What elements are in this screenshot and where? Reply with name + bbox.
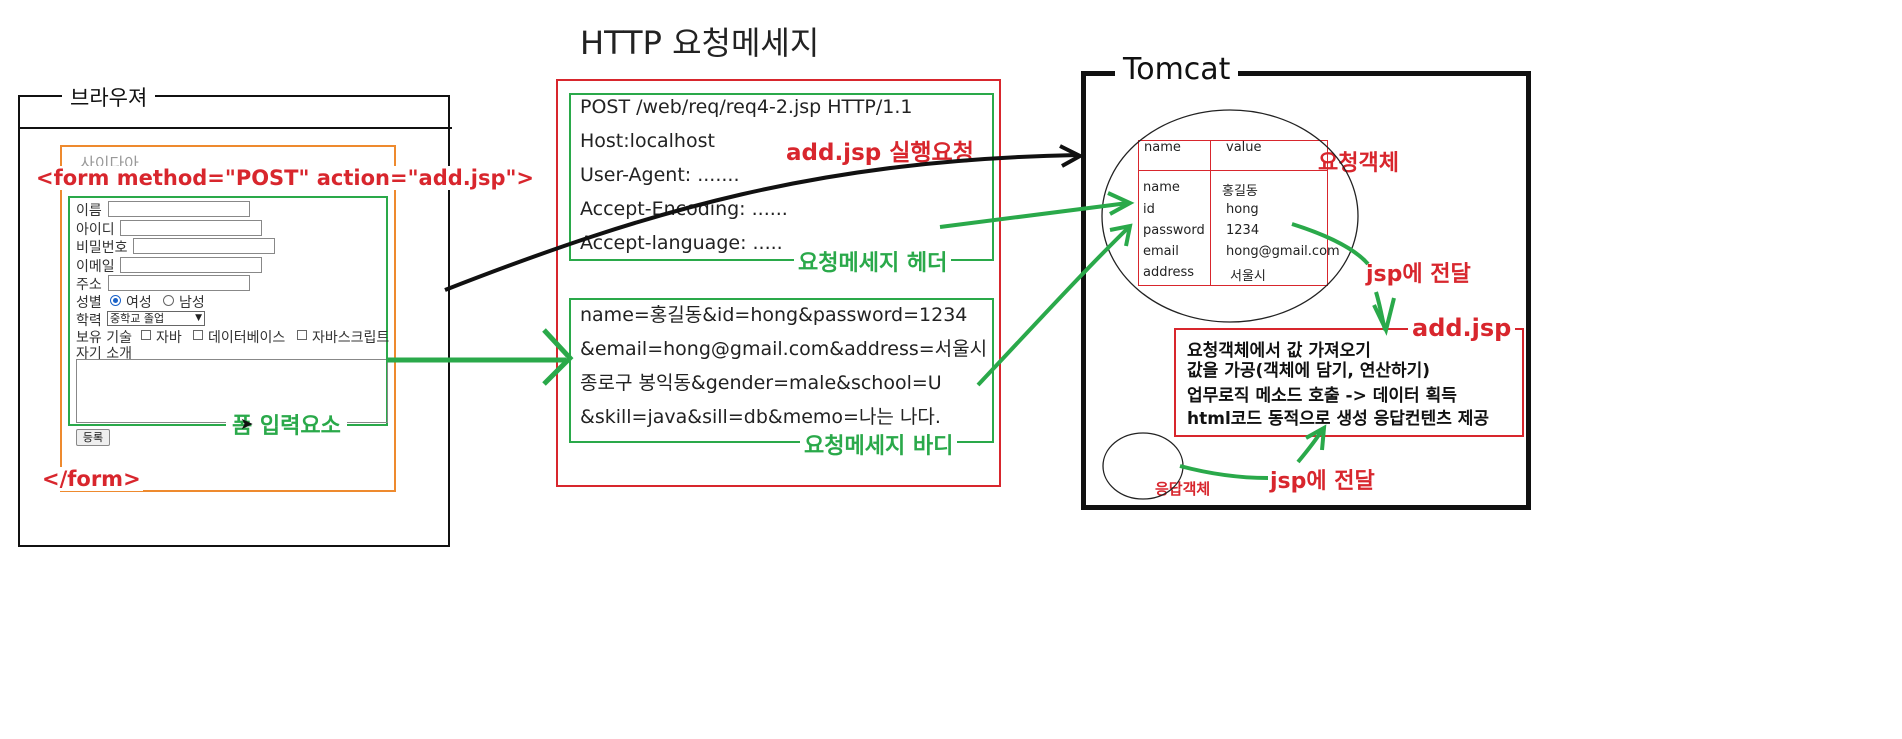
header-to-object-arrow: [939, 201, 1129, 229]
http-request-frame: [556, 79, 1001, 487]
gender-male-label: 남성: [179, 295, 205, 311]
form-to-body-arrowhead: [542, 328, 574, 386]
submit-button[interactable]: 등록: [76, 429, 110, 446]
jsp-box: [1174, 328, 1524, 437]
jsp-step: 요청객체에서 값 가져오기: [1187, 341, 1371, 361]
body-line: &email=hong@gmail.com&address=서울시: [580, 338, 988, 360]
table-column-divider: [1210, 140, 1211, 286]
browser-frame: [18, 95, 450, 547]
page-border: [60, 145, 396, 492]
gender-female-label: 여성: [126, 295, 152, 311]
header-line: Host:localhost: [580, 130, 715, 152]
body-line: name=홍길동&id=hong&password=1234: [580, 304, 968, 326]
table-cell-key: name: [1143, 180, 1180, 195]
address-input[interactable]: [108, 275, 250, 291]
email-input[interactable]: [120, 257, 262, 273]
table-cell-value: 1234: [1226, 223, 1260, 238]
gender-male-radio[interactable]: [163, 295, 174, 306]
request-send-arrowhead: [1059, 144, 1085, 168]
skill-db-label: 데이터베이스: [208, 330, 286, 346]
tomcat-frame: [1081, 71, 1531, 510]
jsp-box-label: add.jsp: [1408, 314, 1516, 342]
header-line: Accept-language: .....: [580, 232, 783, 254]
diagram-title: HTTP 요청메세지: [580, 24, 820, 62]
radio-dot-icon: [113, 298, 118, 303]
table-cell-key: password: [1143, 223, 1205, 238]
request-send-arrow: [444, 153, 1079, 292]
header-line: User-Agent: .......: [580, 164, 740, 186]
browser-title: 브라우져: [62, 82, 156, 112]
request-object-table: [1138, 140, 1328, 286]
table-cell-value: 서울시: [1230, 269, 1266, 284]
cursor-icon: ➤: [240, 414, 254, 433]
response-arrowhead: [1305, 424, 1327, 451]
header-label: 요청메세지 헤더: [794, 245, 952, 277]
form-open-tag: <form method="POST" action="add.jsp">: [34, 166, 537, 190]
table-header-name: name: [1144, 140, 1181, 155]
name-input[interactable]: [108, 201, 250, 217]
label-id: 아이디: [76, 222, 115, 238]
table-cell-key: id: [1143, 202, 1155, 217]
table-cell-value: hong@gmail.com: [1226, 244, 1340, 259]
body-to-object-arrow: [976, 226, 1130, 387]
table-cell-value: hong: [1226, 202, 1259, 217]
label-gender: 성별: [76, 295, 102, 311]
label-password: 비밀번호: [76, 240, 128, 256]
body-label: 요청메세지 바디: [800, 428, 958, 460]
skill-js-checkbox[interactable]: [297, 330, 307, 340]
jsp-step: 값을 가공(객체에 담기, 연산하기): [1187, 361, 1431, 381]
form-elements-label: 폼 입력요소: [226, 408, 347, 440]
header-to-object-arrowhead: [1107, 191, 1135, 216]
table-cell-key: email: [1143, 244, 1179, 259]
tomcat-title: Tomcat: [1115, 52, 1239, 87]
browser-toolbar-divider: [18, 127, 452, 129]
label-intro: 자기 소개: [76, 346, 132, 362]
label-name: 이름: [76, 203, 102, 219]
table-header-value: value: [1226, 140, 1262, 155]
form-close-tag: </form>: [40, 467, 143, 491]
response-object-label: 응답객체: [1155, 480, 1211, 498]
body-to-object-arrowhead: [1109, 223, 1133, 247]
response-arrow: [1296, 428, 1324, 464]
header-line: POST /web/req/req4-2.jsp HTTP/1.1: [580, 96, 913, 118]
skill-js-label: 자바스크립트: [312, 330, 390, 346]
response-to-jsp-curve: [1179, 464, 1269, 480]
table-cell-key: address: [1143, 265, 1195, 280]
jsp-arrowhead: [1372, 297, 1396, 336]
id-input[interactable]: [120, 220, 262, 236]
request-header-border: [569, 93, 994, 261]
skill-db-checkbox[interactable]: [193, 330, 203, 340]
table-cell-value: 홍길동: [1222, 184, 1258, 199]
chevron-down-icon: ▼: [195, 313, 202, 323]
request-object-label: 요청객체: [1318, 151, 1399, 176]
gender-female-radio[interactable]: [110, 295, 121, 306]
deliver-label-2: jsp에 전달: [1270, 469, 1375, 494]
label-address: 주소: [76, 277, 102, 293]
skill-java-label: 자바: [156, 330, 182, 346]
label-skills: 보유 기술: [76, 330, 132, 346]
skill-java-checkbox[interactable]: [141, 330, 151, 340]
school-select[interactable]: 중학교 졸업 ▼: [107, 311, 205, 326]
request-object-ellipse: [1101, 109, 1359, 323]
object-to-jsp-curve: [1291, 222, 1370, 266]
body-line: 종로구 봉익동&gender=male&school=U: [580, 372, 942, 394]
deliver-label-1: jsp에 전달: [1366, 262, 1471, 287]
body-line: &skill=java&sill=db&memo=나는 나다.: [580, 406, 941, 428]
jsp-step: 업무로직 메소드 호출 -> 데이터 획득: [1187, 386, 1457, 406]
password-input[interactable]: [133, 238, 275, 254]
response-object-ellipse: [1102, 432, 1184, 500]
label-school: 학력: [76, 313, 102, 329]
jsp-step: html코드 동적으로 생성 응답컨텐츠 제공: [1187, 409, 1490, 429]
label-email: 이메일: [76, 259, 115, 275]
table-header-divider: [1138, 170, 1328, 171]
school-selected-value: 중학교 졸업: [110, 312, 165, 325]
